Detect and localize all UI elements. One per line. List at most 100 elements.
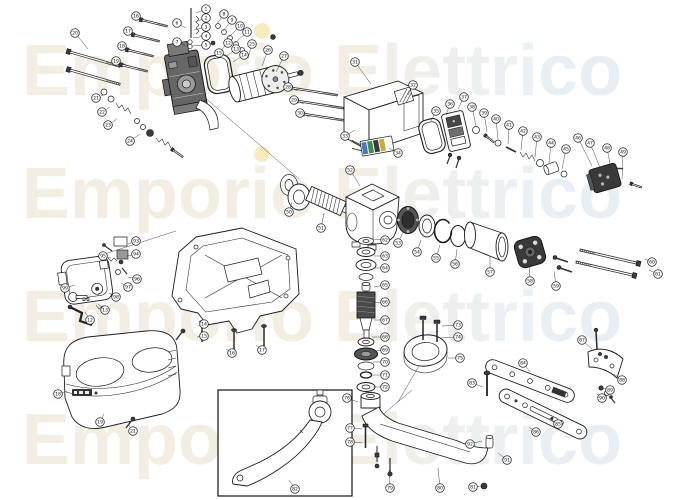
callout-circle — [502, 455, 512, 465]
callout-circle — [412, 247, 422, 257]
callout-number: 68 — [382, 335, 388, 341]
callout-circle — [380, 345, 390, 355]
screw-long — [300, 111, 350, 123]
callout-circle — [605, 385, 615, 395]
callout-number: 40 — [493, 117, 499, 123]
callout-circle — [128, 426, 138, 436]
callout-circle — [531, 427, 541, 437]
callout-number: 65 — [382, 283, 388, 289]
callout-circle — [380, 315, 390, 325]
screw-small — [552, 255, 573, 273]
callout-circle — [468, 482, 478, 492]
callout-circle — [380, 235, 390, 245]
callout-number: 56 — [452, 262, 458, 268]
callout-circle — [239, 50, 249, 60]
callout-number: 85 — [555, 422, 561, 428]
callout-number: 75 — [457, 356, 463, 362]
callout-number: 44 — [548, 141, 554, 147]
straight-arm — [485, 359, 575, 403]
callout-circle — [279, 51, 289, 61]
callout-number: 90 — [599, 396, 605, 402]
mounting-bracket — [587, 348, 624, 379]
callout-number: 99 — [62, 286, 68, 292]
callout-number: 36 — [447, 102, 453, 108]
callout-number: 7 — [176, 40, 179, 46]
callout-number: 87 — [579, 338, 585, 344]
callout-number: 97 — [125, 285, 131, 291]
hex-bolt-long — [65, 66, 121, 86]
callout-number: 21 — [130, 429, 136, 435]
callout-number: 54 — [414, 250, 420, 256]
callout-number: 13 — [102, 308, 108, 314]
terminal-block — [351, 135, 395, 157]
callout-number: 3 — [205, 25, 208, 31]
bolt-vertical — [419, 315, 441, 342]
callout-circle — [201, 31, 211, 41]
callout-number: 61 — [655, 272, 661, 278]
callout-circle — [525, 276, 535, 286]
callout-number: 43 — [534, 135, 540, 141]
callout-circle — [97, 107, 107, 117]
callout-leader — [577, 137, 593, 167]
callout-circle — [227, 15, 237, 25]
callout-number: 29 — [291, 98, 297, 104]
hex-bolt-long — [575, 260, 638, 279]
callout-number: 71 — [382, 373, 388, 379]
connector-block — [586, 162, 624, 194]
callout-number: 12 — [87, 318, 93, 324]
callout-circle — [597, 393, 607, 403]
gasket — [418, 117, 446, 155]
callout-circle — [95, 417, 105, 427]
callout-number: 89 — [607, 388, 613, 394]
callout-circle — [450, 259, 460, 269]
callout-circle — [231, 44, 241, 54]
watermark-i-dot — [254, 23, 270, 39]
screw-small — [446, 152, 462, 169]
callout-number: 50 — [286, 210, 292, 216]
motor-flange — [397, 206, 419, 234]
callout-number: 18 — [55, 392, 61, 398]
extrusion-tube — [343, 80, 424, 152]
callout-number: 37 — [461, 95, 467, 101]
callout-circle — [201, 40, 211, 50]
callout-circle — [561, 144, 571, 154]
callout-number: 46 — [575, 136, 581, 142]
callout-circle — [123, 26, 133, 36]
callout-circle — [408, 80, 418, 90]
callout-circle — [453, 320, 463, 330]
callout-circle — [131, 236, 141, 246]
callout-circle — [235, 21, 245, 31]
callout-number: 25 — [249, 42, 255, 48]
callout-circle — [618, 147, 628, 157]
cylinder-sleeve — [464, 221, 509, 262]
callout-circle — [380, 382, 390, 392]
callout-circle — [602, 143, 612, 153]
callout-circle — [53, 389, 63, 399]
callout-circle — [380, 280, 390, 290]
hardware-chain — [472, 126, 568, 178]
callout-number: 26 — [265, 48, 271, 54]
callout-number: 9 — [231, 18, 234, 24]
callout-circle — [546, 138, 556, 148]
callout-circle — [435, 483, 445, 493]
screw-small — [629, 181, 642, 189]
callout-circle — [465, 439, 475, 449]
callout-circle — [283, 82, 293, 92]
callout-number: 86 — [533, 430, 539, 436]
callout-number: 22 — [99, 110, 105, 116]
callout-number: 39 — [481, 111, 487, 117]
callout-number: 72 — [382, 385, 388, 391]
callout-number: 49 — [620, 150, 626, 156]
callout-number: 10 — [237, 24, 243, 30]
callout-number: 38 — [469, 105, 475, 111]
callout-circle — [201, 4, 211, 14]
callout-circle — [111, 292, 121, 302]
callout-circle — [70, 28, 80, 38]
motor-cover — [61, 328, 186, 429]
callout-number: 73 — [455, 323, 461, 329]
callout-number: 79 — [387, 486, 393, 492]
electric-motor — [228, 65, 304, 103]
callout-circle — [201, 13, 211, 23]
callout-number: 4 — [205, 34, 208, 40]
